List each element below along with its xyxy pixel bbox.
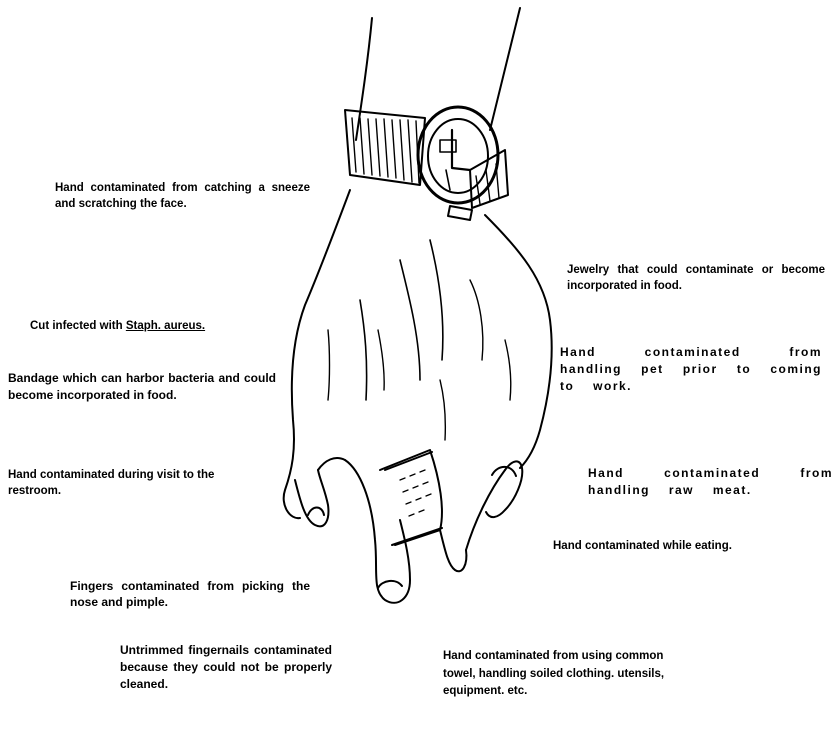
label-jewelry: Jewelry that could contaminate or become… [567, 262, 825, 294]
bandage-outline [385, 452, 442, 545]
label-pet: Hand contaminated from handling pet prio… [560, 344, 822, 395]
label-cut-organism: Staph. aureus. [126, 320, 205, 332]
hand-outline [284, 190, 350, 518]
label-bandage: Bandage which can harbor bacteria and co… [8, 370, 276, 403]
label-restroom: Hand contaminated during visit to the re… [8, 467, 266, 499]
label-cut-prefix: Cut infected with [30, 320, 126, 332]
arm-outline [356, 18, 372, 140]
fingernail [308, 508, 324, 516]
label-towel: Hand contaminated from using common towe… [443, 648, 671, 701]
label-fingernails: Untrimmed fingernails contaminated becau… [120, 642, 332, 693]
label-eating: Hand contaminated while eating. [553, 538, 813, 554]
watch-band [345, 110, 425, 185]
watch-face [418, 107, 498, 203]
label-cut: Cut infected with Staph. aureus. [30, 318, 300, 334]
label-nose: Fingers contaminated from picking the no… [70, 578, 310, 610]
label-sneeze: Hand contaminated from catching a sneeze… [55, 180, 310, 212]
label-raw-meat: Hand contaminated from handling raw meat… [588, 465, 833, 499]
